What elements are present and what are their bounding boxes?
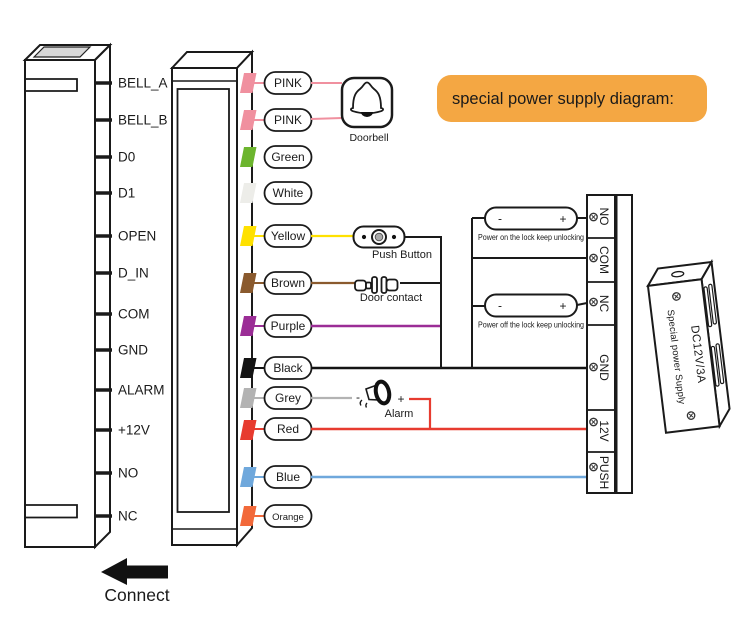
screw-icon	[589, 362, 598, 372]
lock2-right-stub	[576, 302, 588, 306]
bell-clapper	[361, 112, 373, 117]
wire-tags: PINK PINK Green White Yellow Brown Purpl…	[240, 71, 587, 528]
wire-tag-label: Green	[271, 150, 304, 164]
wire-tag-label: Purple	[271, 319, 306, 333]
screw-icon	[589, 253, 598, 263]
wire-swatch	[240, 226, 257, 246]
wire-swatch	[240, 183, 257, 203]
lock-minus-sign: -	[498, 299, 502, 313]
terminal-label: ALARM	[118, 383, 165, 398]
lock-caption: Power on the lock keep unlocking	[478, 233, 584, 242]
circuit-lines	[400, 217, 588, 368]
title-banner: special power supply diagram:	[437, 75, 707, 122]
block-terminal-label: NO	[597, 208, 611, 226]
terminal-label: +12V	[118, 423, 150, 438]
block-terminal-label: COM	[597, 246, 611, 274]
connect-label: Connect	[104, 585, 169, 605]
terminal-label: BELL_A	[118, 76, 168, 91]
terminal-label: D1	[118, 186, 135, 201]
wire-swatch	[240, 73, 257, 93]
wire-swatch	[240, 506, 257, 526]
push-button-label: Push Button	[372, 249, 432, 261]
vent-slots	[703, 283, 725, 387]
wire-swatch	[240, 316, 257, 336]
power-supply-box: DC12V/3A Special power Supply	[646, 258, 731, 434]
doorbell-label: Doorbell	[349, 132, 388, 144]
wire-tag-label: PINK	[274, 113, 302, 127]
block-terminal-label: PUSH	[597, 456, 611, 489]
door-contact-label: Door contact	[360, 292, 422, 304]
block-terminal-label: NC	[597, 295, 611, 313]
screw-icon	[589, 212, 598, 222]
lock-fail-safe: - + Power off the lock keep unlocking	[478, 293, 584, 330]
backplate-flap	[32, 46, 92, 58]
block-terminal-label: GND	[597, 354, 611, 381]
wire-tag-label: Red	[277, 422, 299, 436]
lock-plus-sign: +	[559, 212, 566, 226]
terminal-label: BELL_B	[118, 113, 168, 128]
lock-plus-sign: +	[559, 299, 566, 313]
keypad-panel	[169, 49, 255, 548]
lock-fail-secure: - + Power on the lock keep unlocking	[478, 206, 584, 242]
block-terminal-label: 12V	[597, 420, 611, 441]
wire-swatch	[240, 110, 257, 130]
alarm-icon	[359, 379, 392, 408]
terminal-label: COM	[118, 307, 150, 322]
backplate-panel	[22, 42, 113, 550]
terminal-label: NO	[118, 466, 138, 481]
wire-tag-label: White	[273, 186, 304, 200]
banner-background	[437, 75, 707, 122]
screw-icon	[686, 410, 696, 421]
lock-minus-sign: -	[498, 212, 502, 226]
alarm-label: Alarm	[385, 408, 414, 420]
wire-tag-label: Orange	[272, 512, 304, 523]
terminal-label: D_IN	[118, 266, 149, 281]
terminal-label: D0	[118, 150, 135, 165]
wire-tag-label: Grey	[275, 391, 301, 405]
lock-caption: Power off the lock keep unlocking	[478, 321, 584, 330]
terminal-block: NO COM NC GND 12V PUSH	[586, 194, 633, 494]
wire-tag-label: Yellow	[271, 229, 306, 243]
alarm-minus-sign: -	[356, 390, 360, 404]
screw-icon	[589, 462, 598, 472]
push-button-icon	[352, 225, 406, 249]
pink-wire-2	[310, 117, 343, 120]
wire-swatch	[240, 420, 257, 440]
wire-tag-label: PINK	[274, 76, 302, 90]
screw-icon	[671, 291, 682, 302]
wire-swatch	[240, 467, 257, 487]
terminal-label: OPEN	[118, 229, 156, 244]
door-contact-icon	[354, 276, 399, 294]
alarm-plus-sign: +	[397, 392, 404, 406]
wire-tag-label: Black	[273, 361, 303, 375]
terminal-label: GND	[118, 343, 148, 358]
wire-swatch	[240, 273, 257, 293]
push-button-bus	[405, 236, 442, 368]
terminal-label: NC	[118, 509, 138, 524]
screw-icon	[589, 417, 598, 427]
wire-swatch	[240, 388, 257, 408]
backplate-terminals: BELL_A BELL_B D0 D1 OPEN D_IN COM GND AL…	[96, 76, 168, 524]
banner-title: special power supply diagram:	[452, 90, 674, 108]
connect-arrow-icon	[101, 558, 168, 585]
screw-icon	[589, 297, 598, 307]
alarm-red-wire	[409, 397, 432, 429]
wire-swatch	[240, 147, 257, 167]
wire-tag-label: Brown	[271, 276, 305, 290]
doorbell-icon	[340, 76, 394, 129]
wire-tag-label: Blue	[276, 470, 300, 484]
wire-swatch	[240, 358, 257, 378]
